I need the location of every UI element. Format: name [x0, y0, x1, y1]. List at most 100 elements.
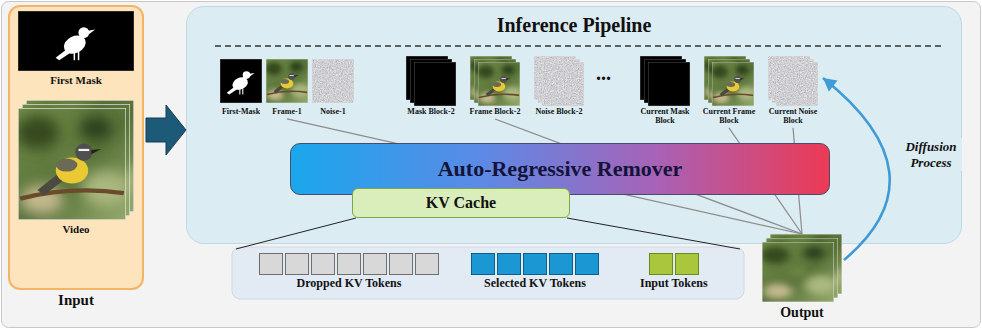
image-holder [18, 100, 134, 220]
image-detail [290, 62, 303, 72]
thumbnail-label: Mask Block-2 [402, 108, 460, 117]
token-square [471, 253, 495, 275]
image-detail [477, 65, 520, 104]
token-row [258, 253, 440, 275]
token-group: Input Tokens [640, 253, 708, 291]
thumbnail-holder [534, 56, 584, 106]
image-detail [727, 81, 740, 91]
image-detail [18, 108, 130, 220]
image-detail [763, 283, 792, 299]
thumbnail-node: Noise-1 [310, 56, 356, 117]
mask-image [648, 62, 690, 106]
thumbnail-holder [308, 56, 358, 106]
mask-image [18, 11, 134, 71]
image-detail [776, 62, 818, 106]
model-label: Auto-Regressive Remover [438, 157, 683, 181]
image-detail [712, 62, 754, 106]
video-frame [711, 62, 754, 106]
arrow-head [823, 78, 838, 92]
image-detail [295, 75, 299, 77]
thumbnail-image [640, 56, 690, 106]
image-detail [477, 62, 520, 106]
thumbnail-node: Frame-1 [264, 56, 310, 117]
thumbnail-holder [768, 56, 818, 106]
token-group: Dropped KV Tokens [258, 253, 440, 291]
thumbnail-node: Noise Block-2 [530, 56, 588, 117]
token-square [285, 253, 309, 275]
thumbnail-holder [262, 56, 312, 106]
mask-image [220, 59, 262, 103]
token-row [640, 253, 708, 275]
ellipsis-label: ... [596, 62, 611, 85]
image-detail [762, 246, 789, 264]
image-label: Output [762, 305, 842, 321]
image-detail [56, 158, 88, 184]
token-row [470, 253, 600, 275]
thumbnail-holder [704, 56, 754, 106]
noise-image [312, 59, 354, 103]
image-detail [312, 59, 354, 103]
thumbnail-node: Frame Block-2 [466, 56, 524, 117]
image-detail [80, 116, 112, 141]
thumbnail-label: Current Noise Block [764, 108, 822, 126]
image-detail [713, 94, 753, 97]
image-detail [648, 62, 690, 106]
image-detail [720, 88, 730, 96]
thumbnail-image [768, 56, 818, 106]
thumbnail-image [406, 56, 456, 106]
input-image [762, 234, 842, 302]
image-detail [267, 73, 307, 94]
image-detail [493, 82, 501, 87]
image-detail [736, 78, 740, 80]
image-detail [265, 59, 310, 103]
token-label: Selected KV Tokens [470, 277, 600, 291]
image-detail [776, 62, 818, 106]
thumbnail-image [216, 56, 266, 106]
zoom-line [567, 218, 740, 249]
image-detail [78, 149, 89, 151]
thumbnail-label: Current Mask Block [636, 108, 694, 126]
thumbnail-image [534, 56, 584, 106]
token-square [575, 253, 599, 275]
image-detail [88, 30, 95, 35]
thumbnail-image [308, 56, 358, 106]
token-square [311, 253, 335, 275]
image-detail [227, 71, 255, 94]
panel-caption: Input [8, 292, 144, 309]
image-detail [711, 62, 754, 106]
image-detail [542, 62, 584, 106]
image-node: Video [18, 100, 134, 236]
image-holder [762, 234, 842, 302]
thumbnail-label: Frame-1 [264, 108, 310, 117]
image-detail [243, 71, 251, 79]
thumbnail-node: Current Noise Block [764, 56, 822, 126]
image-detail [239, 89, 240, 95]
panel-fill [186, 6, 962, 244]
diffusion-arrow [823, 78, 890, 260]
cache-box: KV Cache [352, 188, 570, 218]
token-square [415, 253, 439, 275]
image-detail [478, 62, 520, 106]
token-square [649, 253, 673, 275]
bird-figure [713, 76, 753, 97]
image-holder [18, 11, 134, 71]
noise-image [776, 62, 818, 106]
video-frame [762, 242, 837, 302]
image-detail [37, 175, 62, 196]
image-detail [414, 62, 456, 106]
image-detail [78, 51, 80, 60]
image-detail [242, 88, 243, 94]
image-detail [91, 149, 101, 154]
image-detail [493, 81, 506, 91]
image-detail [502, 78, 506, 80]
image-detail [249, 73, 254, 76]
token-group: Selected KV Tokens [470, 253, 600, 291]
thumbnail-holder [470, 56, 520, 106]
panel-title: Inference Pipeline [186, 6, 962, 37]
thumbnail-node: Current Frame Block [700, 56, 758, 126]
thumbnail-node: Mask Block-2 [402, 56, 460, 117]
image-detail [788, 266, 808, 278]
